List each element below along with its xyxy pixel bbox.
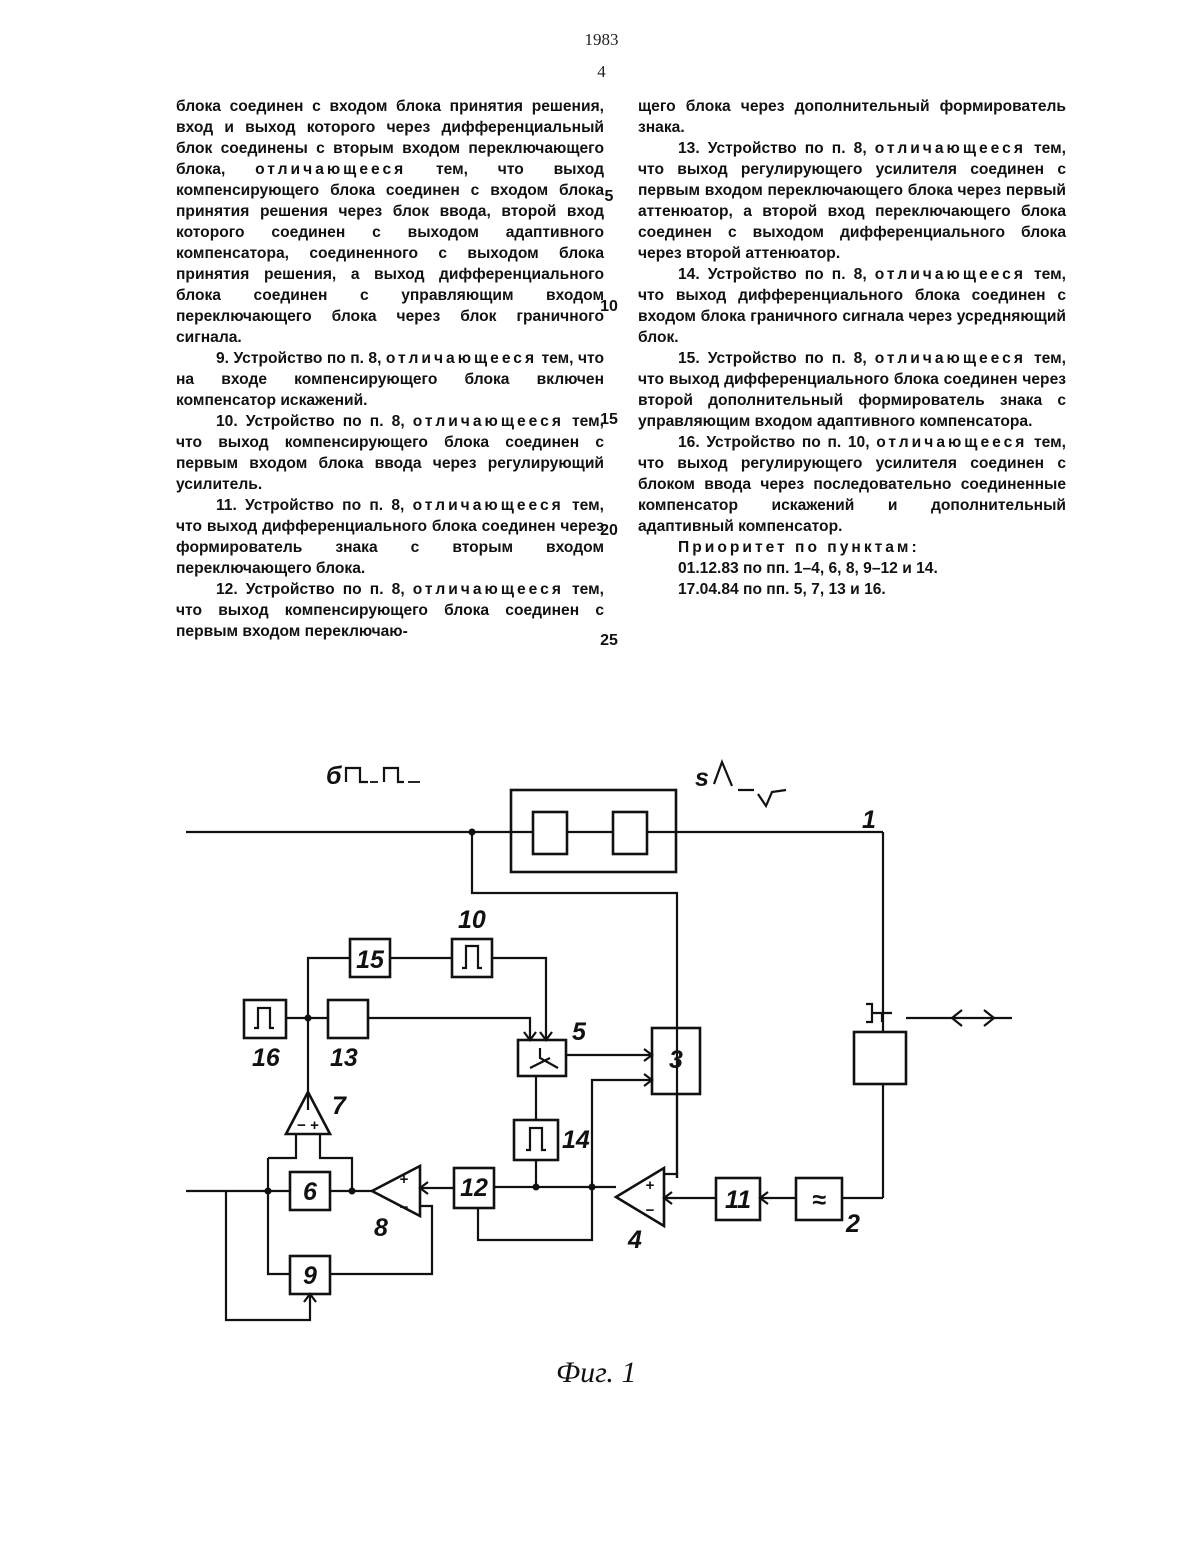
svg-text:15: 15: [356, 946, 385, 974]
waveform-b: [346, 768, 368, 782]
svg-text:−: −: [646, 1202, 655, 1219]
label-13: 13: [330, 1044, 358, 1072]
signal-label-s: s: [695, 764, 709, 792]
signal-label-b: б: [326, 762, 343, 790]
label-10: 10: [458, 906, 486, 934]
hybrid-block: [854, 1032, 906, 1084]
label-8: 8: [374, 1214, 388, 1242]
label-4: 4: [627, 1226, 642, 1254]
svg-text:+: +: [400, 1171, 409, 1188]
svg-text:6: 6: [303, 1178, 318, 1206]
block-13: [328, 1000, 368, 1038]
svg-text:− +: − +: [297, 1117, 319, 1134]
figure-caption: Фиг. 1: [556, 1356, 636, 1389]
svg-text:−: −: [400, 1199, 409, 1216]
label-16: 16: [252, 1044, 281, 1072]
label-1: 1: [862, 806, 876, 834]
svg-text:12: 12: [460, 1174, 488, 1202]
adder-8: [372, 1166, 420, 1216]
block-14: [514, 1120, 558, 1160]
svg-text:+: +: [646, 1177, 655, 1194]
svg-text:≈: ≈: [812, 1186, 826, 1214]
svg-text:3: 3: [669, 1046, 683, 1074]
label-14: 14: [562, 1126, 590, 1154]
svg-text:11: 11: [725, 1186, 751, 1214]
label-7: 7: [332, 1092, 347, 1120]
subtractor-4: [616, 1168, 664, 1226]
block-10: [452, 939, 492, 977]
label-5: 5: [572, 1018, 587, 1046]
label-2: 2: [845, 1210, 860, 1238]
svg-text:9: 9: [303, 1262, 317, 1290]
pulse-icon: [526, 1128, 546, 1150]
block-16: [244, 1000, 286, 1038]
waveform-s: [714, 762, 786, 806]
